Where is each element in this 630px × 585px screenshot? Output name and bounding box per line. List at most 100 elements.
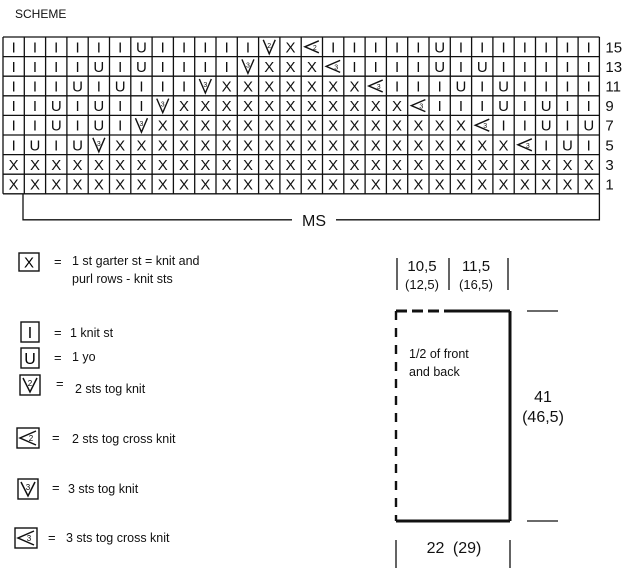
- svg-text:X: X: [30, 177, 40, 194]
- stitch-cell: U: [136, 59, 147, 76]
- svg-text:I: I: [352, 59, 356, 76]
- stitch-cell: X: [73, 177, 83, 194]
- stitch-cell: U: [51, 98, 62, 115]
- row-number: 1: [605, 177, 613, 194]
- garment-schematic: [394, 258, 558, 568]
- stitch-cell: I: [331, 39, 335, 56]
- legend-tog3-cross-text: 3 sts tog cross knit: [66, 531, 170, 545]
- svg-text:X: X: [307, 177, 317, 194]
- stitch-cell: X: [392, 177, 402, 194]
- stitch-cell: I: [246, 39, 250, 56]
- svg-text:X: X: [435, 137, 445, 154]
- stitch-cell: X: [222, 177, 232, 194]
- svg-text:X: X: [243, 157, 253, 174]
- stitch-cell: U: [30, 137, 41, 154]
- stitch-cell: X: [349, 177, 359, 194]
- stitch-cell: X: [179, 137, 189, 154]
- stitch-cell: X: [584, 177, 594, 194]
- stitch-cell: X: [286, 59, 296, 76]
- stitch-cell: X: [179, 157, 189, 174]
- svg-text:U: U: [562, 137, 573, 154]
- diagram-title: SCHEME: [15, 7, 67, 21]
- svg-text:X: X: [222, 157, 232, 174]
- legend-equals: =: [54, 325, 62, 340]
- stitch-cell: X: [456, 137, 466, 154]
- svg-text:X: X: [264, 177, 274, 194]
- stitch-cell: 3: [241, 59, 255, 76]
- svg-text:I: I: [565, 98, 569, 115]
- stitch-cell: X: [328, 98, 338, 115]
- stitch-cell: X: [9, 177, 19, 194]
- stitch-cell: I: [161, 59, 165, 76]
- svg-text:X: X: [349, 177, 359, 194]
- stitch-cell: X: [456, 177, 466, 194]
- svg-text:X: X: [158, 157, 168, 174]
- stitch-cell: I: [182, 59, 186, 76]
- svg-text:X: X: [264, 118, 274, 135]
- stitch-cell: X: [541, 177, 551, 194]
- svg-text:X: X: [115, 177, 125, 194]
- svg-text:X: X: [371, 157, 381, 174]
- stitch-cell: X: [328, 137, 338, 154]
- svg-text:3: 3: [246, 62, 250, 69]
- stitch-cell: I: [587, 137, 591, 154]
- svg-text:3: 3: [27, 534, 32, 543]
- stitch-cell: U: [136, 39, 147, 56]
- svg-text:I: I: [33, 118, 37, 135]
- svg-text:I: I: [331, 39, 335, 56]
- svg-text:I: I: [480, 98, 484, 115]
- svg-text:X: X: [200, 177, 210, 194]
- stitch-cell: X: [286, 98, 296, 115]
- svg-text:I: I: [75, 59, 79, 76]
- svg-text:2: 2: [29, 434, 34, 443]
- stitch-cell: I: [33, 118, 37, 135]
- svg-text:U: U: [498, 98, 509, 115]
- stitch-cell: I: [374, 39, 378, 56]
- stitch-cell: I: [395, 59, 399, 76]
- stitch-cell: X: [349, 137, 359, 154]
- stitch-cell: X: [413, 157, 423, 174]
- stitch-cell: I: [395, 79, 399, 96]
- svg-text:X: X: [222, 98, 232, 115]
- svg-text:I: I: [12, 98, 16, 115]
- stitch-cell: X: [179, 177, 189, 194]
- stitch-cell: I: [139, 79, 143, 96]
- svg-text:X: X: [392, 157, 402, 174]
- stitch-cell: I: [565, 39, 569, 56]
- width-value-alt: (29): [452, 540, 482, 557]
- svg-text:I: I: [438, 98, 442, 115]
- stitch-cell: I: [203, 59, 207, 76]
- stitch-cell: U: [93, 118, 104, 135]
- stitch-cell: I: [54, 79, 58, 96]
- stitch-cell: X: [158, 137, 168, 154]
- stitch-cell: U: [72, 137, 83, 154]
- svg-text:I: I: [12, 118, 16, 135]
- stitch-cell: X: [371, 98, 381, 115]
- svg-text:X: X: [349, 157, 359, 174]
- stitch-cell: I: [118, 59, 122, 76]
- stitch-cell: I: [523, 118, 527, 135]
- svg-text:I: I: [459, 98, 463, 115]
- svg-text:X: X: [286, 137, 296, 154]
- stitch-cell: I: [54, 137, 58, 154]
- stitch-cell: X: [30, 177, 40, 194]
- svg-text:X: X: [392, 137, 402, 154]
- stitch-cell: X: [328, 118, 338, 135]
- svg-text:X: X: [179, 137, 189, 154]
- stitch-cell: X: [243, 157, 253, 174]
- stitch-cell: 3: [366, 79, 384, 93]
- stitch-cell: I: [587, 59, 591, 76]
- stitch-cell: I: [501, 118, 505, 135]
- stitch-cell: X: [477, 137, 487, 154]
- svg-text:X: X: [477, 137, 487, 154]
- svg-text:I: I: [565, 79, 569, 96]
- stitch-cell: I: [75, 118, 79, 135]
- svg-text:X: X: [200, 137, 210, 154]
- stitch-cell: X: [51, 177, 61, 194]
- svg-text:X: X: [264, 137, 274, 154]
- svg-text:X: X: [392, 98, 402, 115]
- svg-text:X: X: [584, 157, 594, 174]
- stitch-cell: X: [520, 177, 530, 194]
- two-tog-cross-symbol: 2: [16, 427, 40, 449]
- svg-text:X: X: [435, 157, 445, 174]
